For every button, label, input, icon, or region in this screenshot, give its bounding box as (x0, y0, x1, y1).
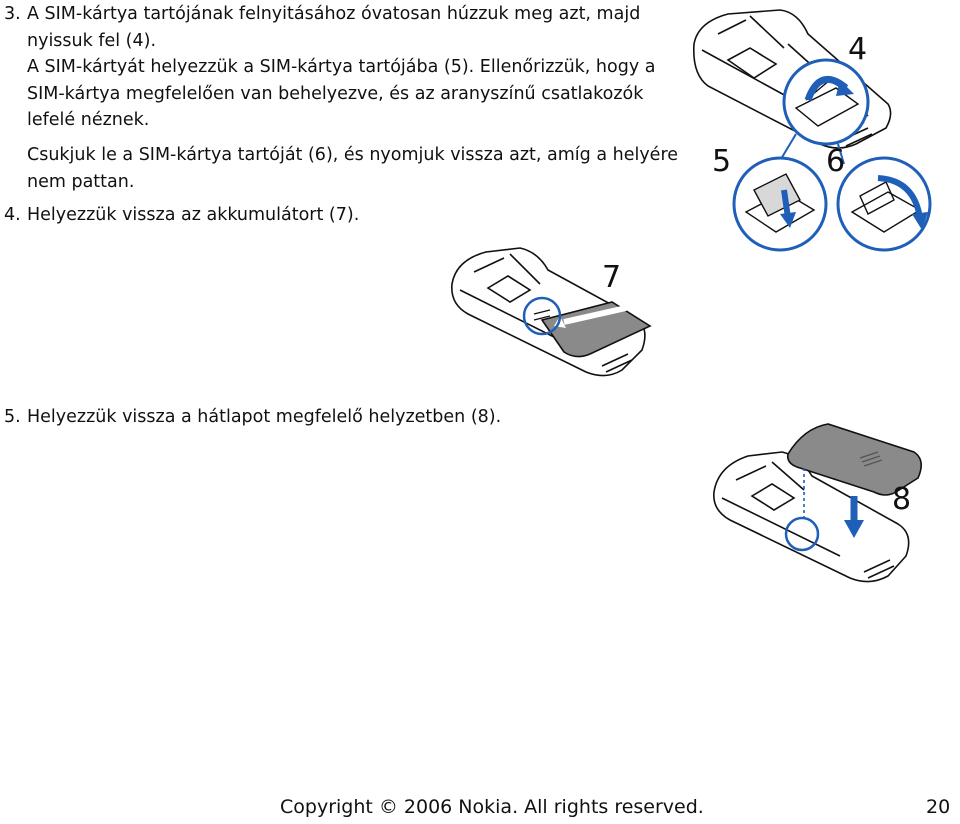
battery-contacts (533, 309, 551, 321)
battery-figure-drawing (451, 247, 652, 377)
battery-contacts-circle (522, 296, 562, 336)
callout-8: 8 (892, 482, 912, 517)
figure-sim-card: 4 5 6 (688, 4, 956, 256)
cover-figure-drawing (713, 423, 922, 583)
step-5-text: Helyezzük vissza a hátlapot megfelelő he… (27, 407, 502, 427)
close-arrow-head (912, 212, 928, 230)
step-4-number: 4. (4, 205, 21, 225)
insert-arrow-head (780, 212, 796, 228)
step-3-line-2: nyissuk fel (4). (27, 30, 157, 51)
step-3-close-line-2: nem pattan. (27, 171, 135, 192)
battery-insert-arrow (563, 305, 627, 325)
step-3-number: 3. (4, 4, 21, 24)
callout-7: 7 (602, 260, 622, 295)
step-3-close-paragraph: Csukjuk le a SIM-kártya tartóját (6), és… (27, 142, 678, 195)
step-4: 4. Helyezzük vissza az akkumulátort (7). (4, 202, 359, 229)
cover-catch-circle (784, 516, 820, 552)
battery-illustration (540, 301, 652, 358)
figure-battery: 7 (446, 244, 658, 384)
callout-5: 5 (712, 144, 732, 179)
step-5-number: 5. (4, 407, 21, 427)
step-5: 5. Helyezzük vissza a hátlapot megfelelő … (4, 404, 501, 431)
cover-down-arrow-head (844, 520, 864, 538)
page-number: 20 (926, 796, 951, 818)
step-3-close-line-1: Csukjuk le a SIM-kártya tartóját (6), és… (27, 145, 679, 165)
step-3: 3. A SIM-kártya tartójának felnyitásához … (4, 1, 655, 134)
footer-copyright: Copyright © 2006 Nokia. All rights reser… (280, 796, 704, 818)
cover-grille (859, 451, 883, 467)
back-cover-illustration (786, 423, 922, 496)
open-arrow-head (836, 80, 854, 96)
step-3-line-3: A SIM-kártyát helyezzük a SIM-kártya tar… (27, 57, 656, 77)
zoom-circle-4 (782, 58, 870, 146)
figure-back-cover: 8 (708, 420, 934, 590)
step-3-line-4: SIM-kártya megfelelően van behelyezve, é… (27, 83, 644, 104)
phone-body-illustration (713, 451, 910, 583)
step-4-text: Helyezzük vissza az akkumulátort (7). (27, 205, 360, 225)
sim-figure-drawing (692, 9, 932, 252)
close-arrow (877, 175, 923, 219)
zoom-circle-6 (836, 156, 932, 252)
callout-4: 4 (848, 32, 868, 67)
step-3-line-1: A SIM-kártya tartójának felnyitásához óv… (27, 4, 641, 24)
callout-6: 6 (826, 144, 846, 179)
step-3-line-5: lefelé néznek. (27, 110, 150, 130)
phone-body-illustration (692, 9, 892, 149)
